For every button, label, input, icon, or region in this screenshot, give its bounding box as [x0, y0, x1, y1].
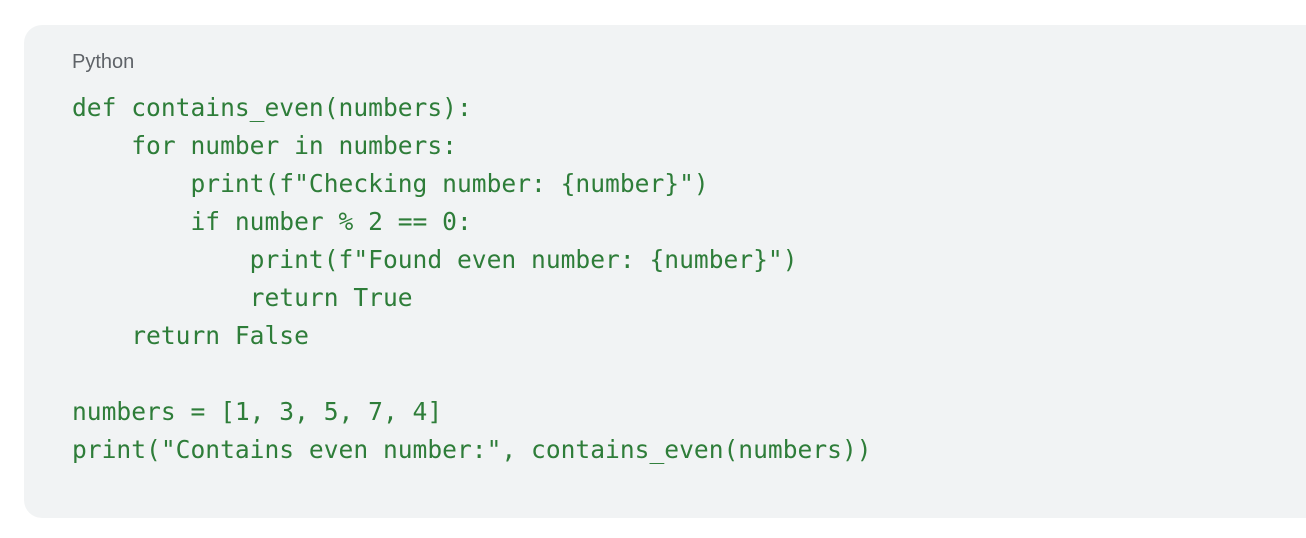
code-block-card: Python def contains_even(numbers): for n… [24, 25, 1306, 518]
code-content: def contains_even(numbers): for number i… [72, 93, 872, 464]
code-language-label: Python [72, 51, 135, 73]
